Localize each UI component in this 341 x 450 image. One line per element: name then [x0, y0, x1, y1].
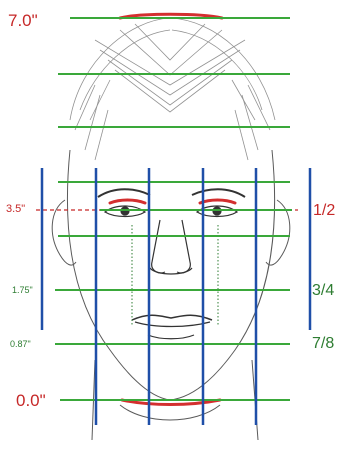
right-eye-mark: [200, 200, 235, 203]
label-bottom: 0.0": [16, 392, 46, 409]
label-seven-eighths: 7/8: [312, 336, 334, 352]
face-outline-sketch: [52, 150, 290, 440]
label-mouth: 0.87": [10, 340, 31, 349]
hair-sketch: [70, 18, 275, 160]
left-eye-mark: [110, 200, 145, 203]
label-eye-line: 3.5": [6, 204, 25, 215]
label-half: 1/2: [313, 203, 335, 219]
label-three-quarters: 3/4: [312, 283, 334, 299]
label-top: 7.0": [8, 12, 38, 29]
label-nose: 1.75": [12, 286, 33, 295]
facial-features-sketch: [98, 189, 245, 339]
nose-guide-dotted: [132, 225, 218, 325]
